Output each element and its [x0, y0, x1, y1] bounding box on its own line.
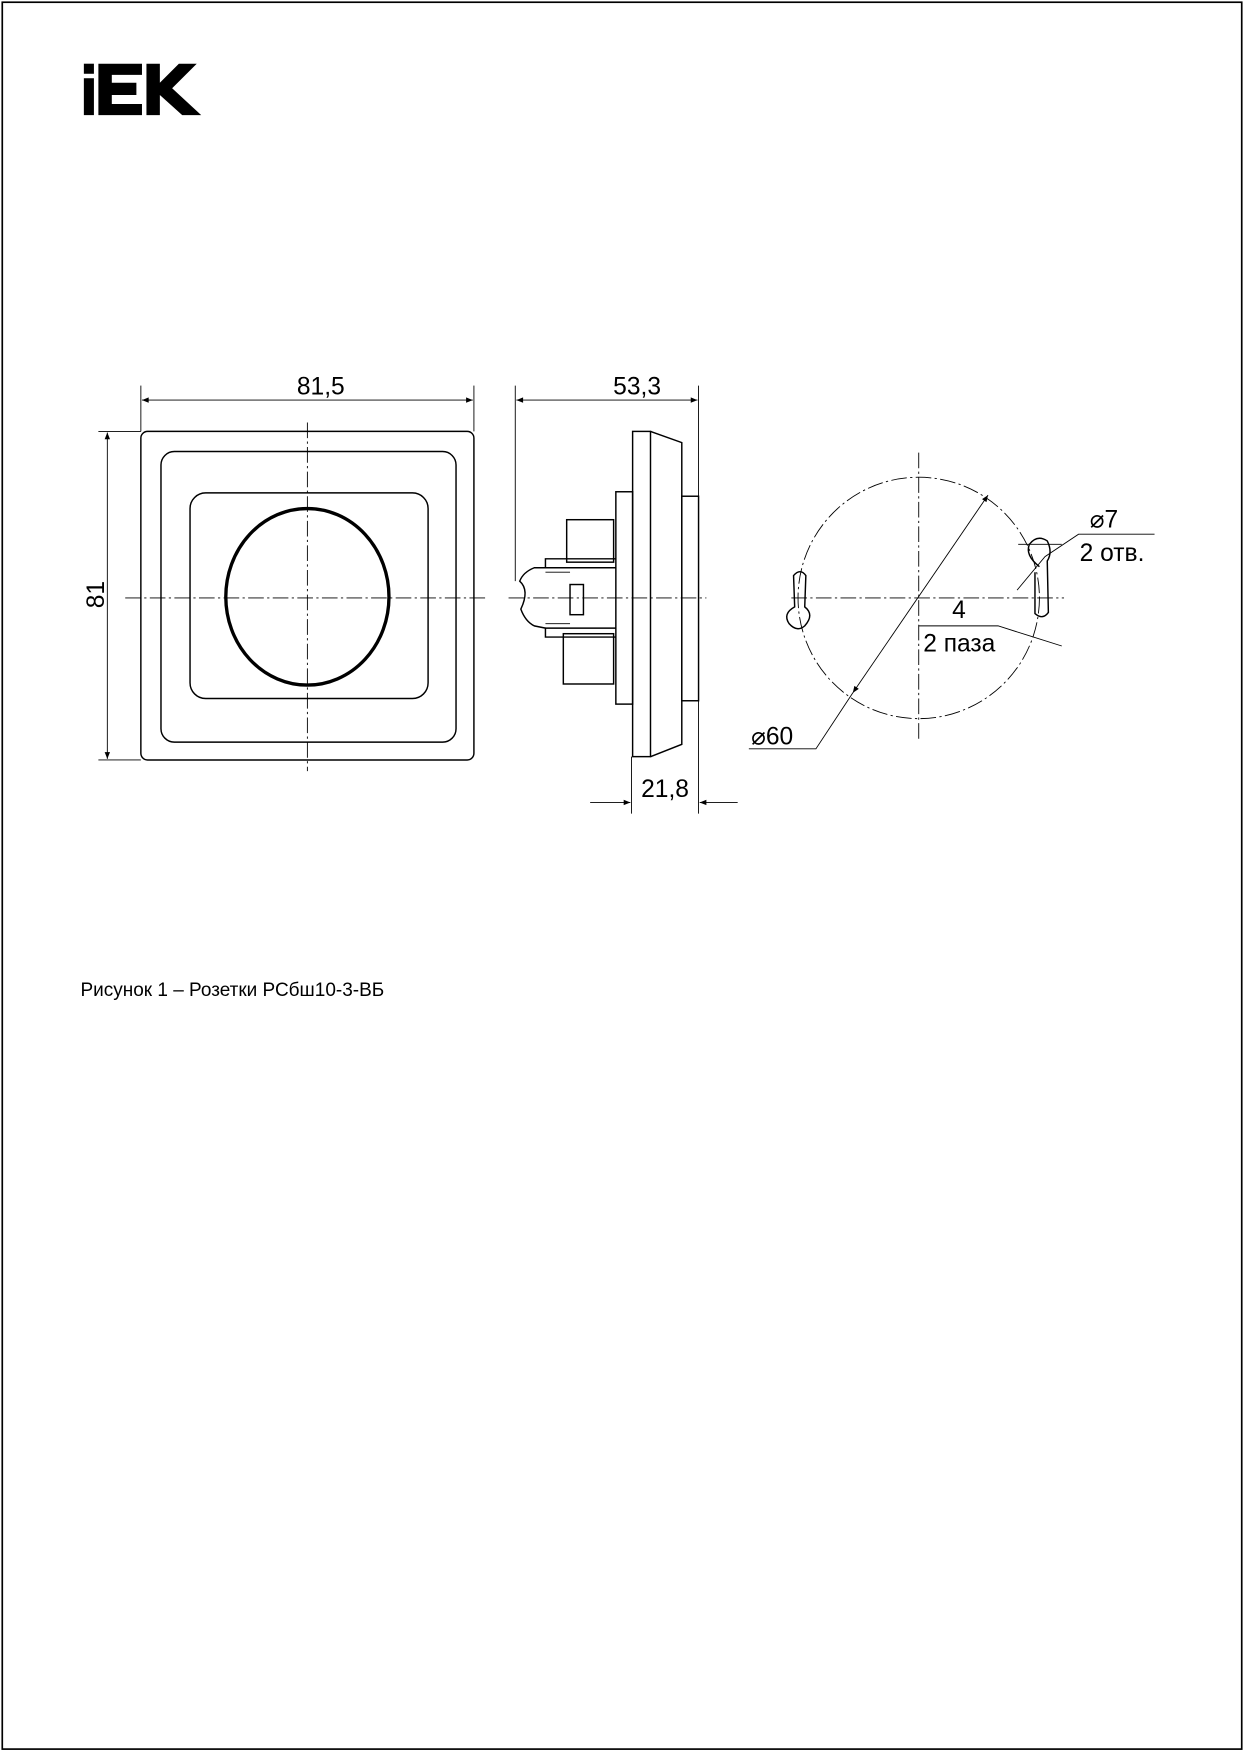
- iek-logo: [83, 63, 202, 116]
- slot-note: 2 паза: [923, 631, 995, 658]
- figure-caption: Рисунок 1 – Розетки РСбш10-3-ВБ: [81, 980, 385, 1001]
- front-view: [98, 385, 488, 772]
- width-dimension: 81,5: [297, 374, 345, 401]
- mount-depth-dimension: 21,8: [641, 776, 689, 803]
- mounting-view: [748, 452, 1155, 750]
- side-view: [508, 385, 738, 814]
- mount-circle-dimension: ⌀60: [751, 723, 793, 750]
- depth-dimension: 53,3: [613, 374, 661, 401]
- slot-dimension: 4: [952, 597, 966, 624]
- height-dimension: 81: [83, 581, 110, 608]
- hole-note: 2 отв.: [1080, 540, 1145, 567]
- hole-dimension: ⌀7: [1090, 507, 1118, 534]
